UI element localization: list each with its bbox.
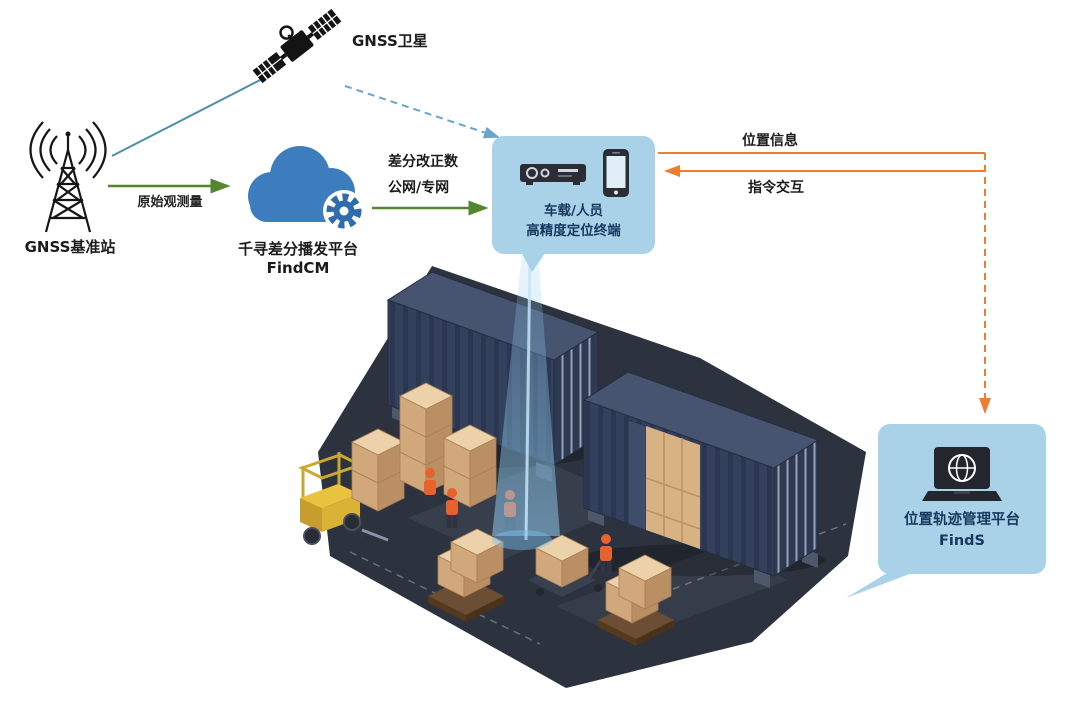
connectors (108, 75, 991, 414)
pallet-right (598, 554, 674, 646)
terminal-label-line2: 高精度定位终端 (526, 223, 621, 239)
satellite-downlink-dashed (344, 85, 500, 139)
pallet-left (428, 528, 504, 622)
network-type-label: 公网/专网 (388, 180, 450, 196)
worker (424, 468, 436, 508)
position-info-label: 位置信息 (742, 133, 798, 149)
finds-bubble: 位置轨迹管理平台 FindS (878, 424, 1046, 574)
gear-icon (326, 193, 362, 229)
smartphone-icon (602, 149, 629, 198)
cloud-gear-icon (248, 146, 365, 232)
satellite-icon (252, 8, 342, 84)
worker (446, 488, 458, 528)
terminal-label-line1: 车载/人员 (544, 203, 603, 220)
crate-stacks (351, 382, 497, 512)
forklift (298, 452, 389, 545)
warehouse-scene (298, 266, 866, 688)
correction-data-label: 差分改正数 (388, 154, 458, 170)
satellite-signal-line (111, 75, 269, 157)
laptop-globe-icon (922, 446, 1002, 501)
gnss-satellite-label: GNSS卫星 (352, 32, 428, 50)
finds-platform-subtitle: FindS (938, 533, 986, 549)
terminal-bubble-tail (521, 252, 546, 272)
cloud-platform-title: 千寻差分播发平台 (237, 240, 358, 258)
finds-bubble-tail (846, 570, 920, 598)
positioning-beam (492, 251, 560, 550)
terminal-bubble: 车载/人员 高精度定位终端 (492, 136, 655, 254)
command-interaction-label: 指令交互 (748, 180, 804, 196)
raw-observation-flow-label: 原始观测量 (137, 195, 203, 210)
finds-platform-title: 位置轨迹管理平台 (904, 511, 1020, 528)
worker (600, 534, 612, 574)
gnss-base-station-label: GNSS基准站 (24, 238, 116, 256)
cloud-platform-subtitle: FindCM (266, 259, 330, 277)
shipping-container-front (582, 371, 820, 588)
antenna-tower-icon (29, 121, 107, 233)
gnss-receiver-icon (519, 164, 586, 186)
hand-pallet-truck (528, 534, 608, 597)
